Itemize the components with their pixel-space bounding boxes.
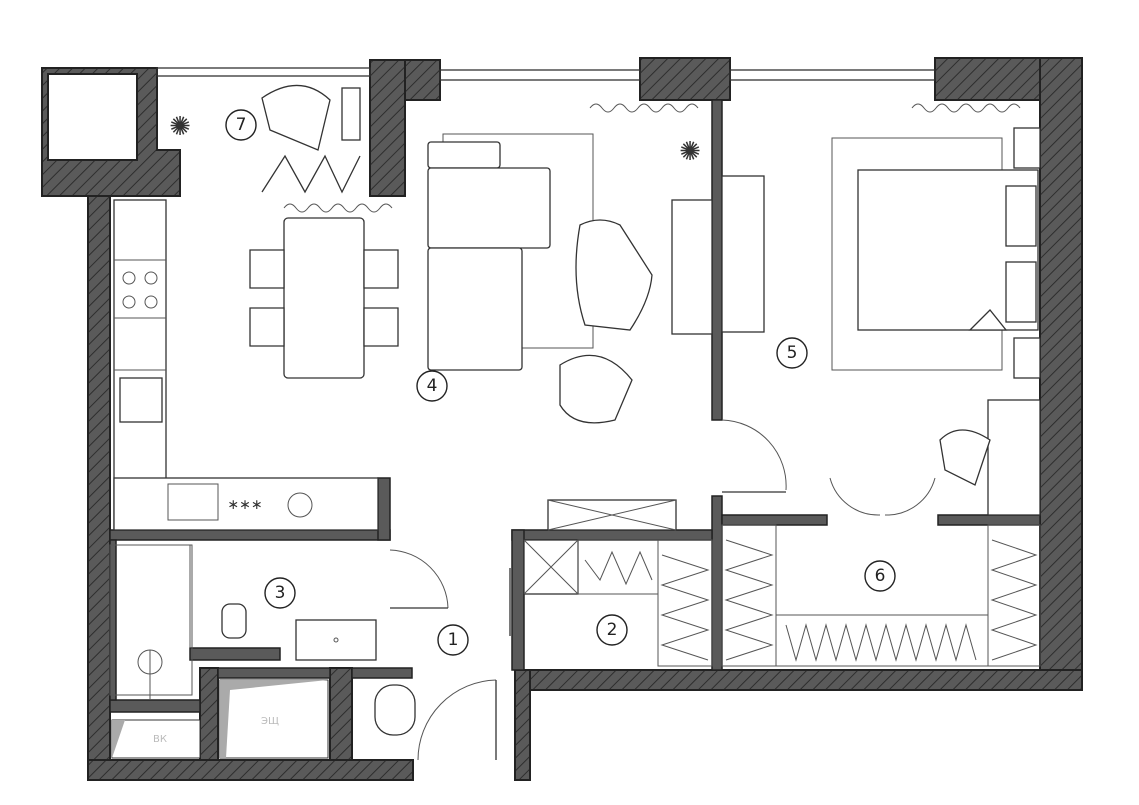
room-label-6: 6 [864,560,896,592]
room-label-1: 1 [437,624,469,656]
shaft-label-esh: ЭЩ [261,716,279,727]
svg-text:7: 7 [236,115,247,135]
closet-2 [523,499,713,667]
room-label-7: 7 [225,109,257,141]
svg-text:4: 4 [427,376,438,396]
room-label-2: 2 [596,614,628,646]
svg-text:✺: ✺ [169,112,191,142]
dining-table [249,217,399,379]
doors [389,419,936,761]
svg-text:✺: ✺ [679,137,701,167]
bedroom-furniture [831,127,1041,516]
walls [41,57,1083,781]
svg-text:3: 3 [275,583,286,603]
svg-text:1: 1 [448,630,459,650]
shafts: ВК ЭЩ [111,679,329,759]
room-label-4: 4 [416,370,448,402]
svg-text:∗∗∗: ∗∗∗ [227,497,262,513]
room-label-3: 3 [264,577,296,609]
svg-text:2: 2 [607,620,618,640]
living-furniture: ✺ [427,133,765,424]
wardrobe-6 [721,524,1041,667]
bathroom [109,544,416,736]
loggia-furniture: ✺ [169,84,361,194]
svg-text:5: 5 [787,343,798,363]
windows [156,67,936,81]
kitchen: ∗∗∗ [113,199,379,531]
svg-text:6: 6 [875,566,886,586]
curtains [283,103,1021,213]
room-label-5: 5 [776,337,808,369]
shaft-label-vk: ВК [153,734,167,745]
